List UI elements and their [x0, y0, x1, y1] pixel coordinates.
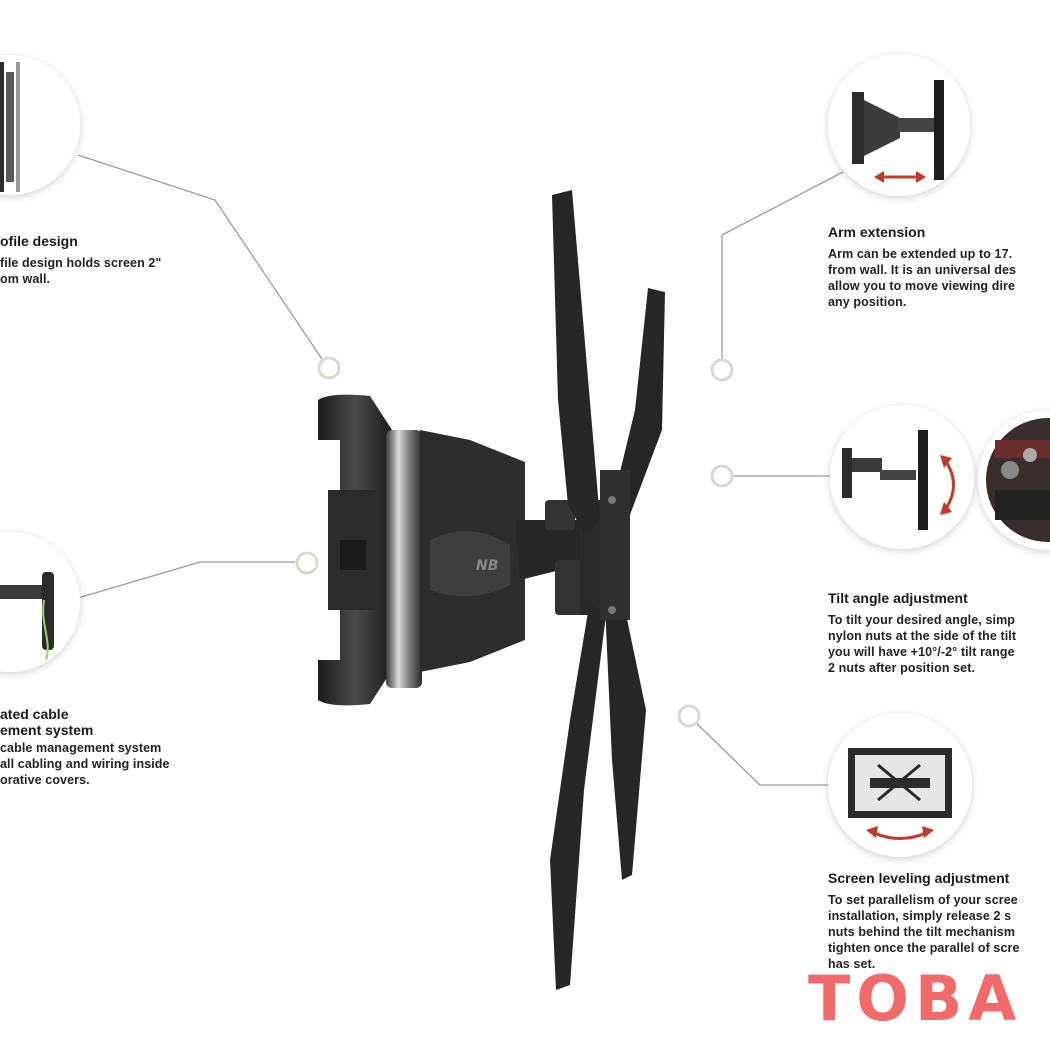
- feature-circle-profile: [0, 55, 80, 195]
- svg-text:NB: NB: [476, 558, 498, 574]
- double-arrow-icon: [874, 171, 926, 183]
- feature-circle-arm: [828, 54, 970, 196]
- double-arrow-icon: [866, 826, 934, 840]
- feature-circle-tilt: [830, 405, 974, 549]
- connector-lines: [77, 154, 844, 786]
- feature-title-cable: ated cable ement system: [0, 706, 94, 738]
- feature-title-tilt: Tilt angle adjustment: [828, 590, 968, 606]
- connector-line-profile: [77, 154, 329, 369]
- chrome-post: [386, 430, 422, 688]
- connector-dot-icon: [710, 358, 734, 382]
- toba-watermark: TOBA: [808, 962, 1023, 1035]
- feature-body-cable: cable management system all cabling and …: [0, 741, 170, 787]
- feature-title-level: Screen leveling adjustment: [828, 870, 1010, 886]
- connector-dot-icon: [710, 464, 734, 488]
- feature-body-arm: Arm can be extended up to 17. from wall.…: [828, 247, 1017, 309]
- feature-circle-cable: [0, 532, 80, 672]
- feature-title-arm: Arm extension: [828, 224, 926, 240]
- connector-line-level: [689, 716, 830, 786]
- tv-wall-mount: NB: [318, 190, 665, 990]
- feature-body-level: To set parallelism of your scree install…: [828, 893, 1020, 971]
- connector-line-cable: [77, 561, 295, 599]
- feature-circle-level: [828, 713, 972, 857]
- feature-title-profile: ofile design: [0, 233, 78, 249]
- feature-body-profile: file design holds screen 2" om wall.: [0, 256, 162, 286]
- connector-line-arm: [721, 171, 844, 365]
- connector-dots: [295, 356, 734, 728]
- feature-body-tilt: To tilt your desired angle, simp nylon n…: [828, 613, 1017, 675]
- feature-circle-tilt-detail: [978, 410, 1050, 550]
- connector-dot-icon: [677, 704, 701, 728]
- connector-dot-icon: [295, 551, 319, 575]
- connector-dot-icon: [317, 356, 341, 380]
- wall-plate: [318, 394, 392, 706]
- vesa-bracket: [550, 190, 665, 990]
